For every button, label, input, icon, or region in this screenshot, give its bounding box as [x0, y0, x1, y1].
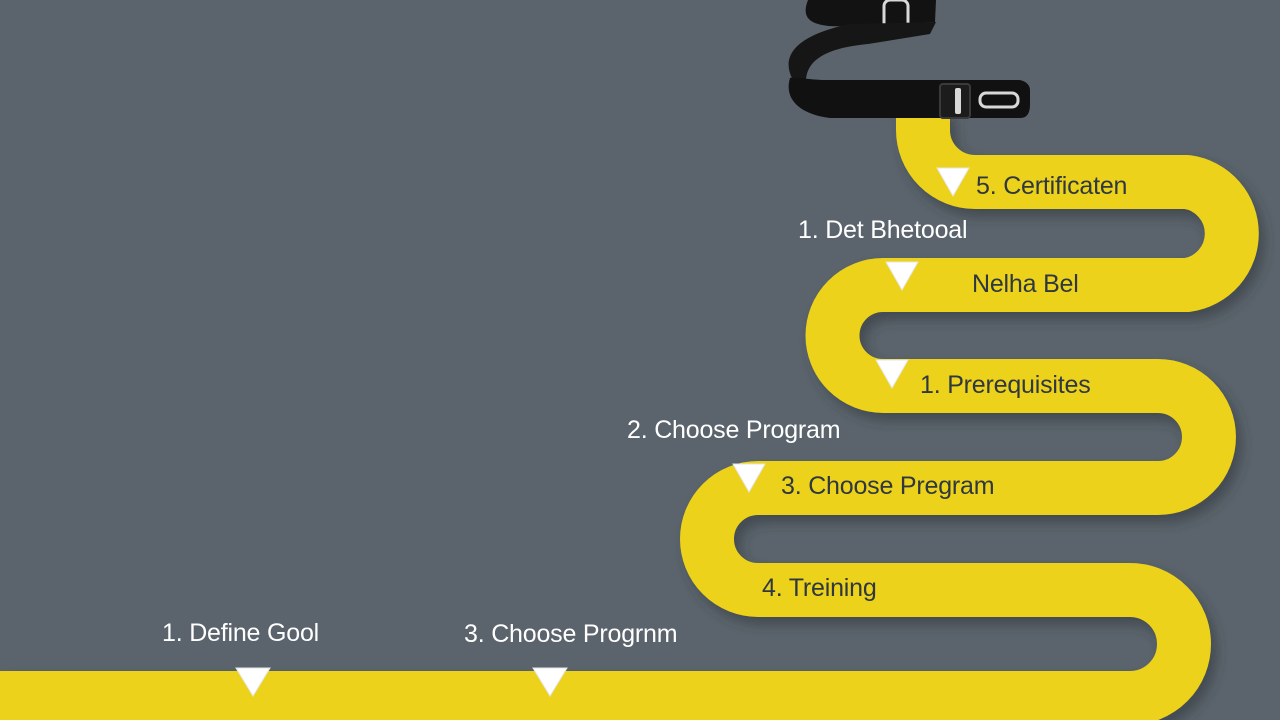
step-choose-upper-label: 2. Choose Program [627, 416, 840, 444]
step-choose-bottom-label: 3. Choose Progrnm [464, 620, 677, 648]
belt-label: Nelha Bel [972, 270, 1079, 298]
road-path [0, 103, 1259, 720]
marker-pin-icon [875, 359, 909, 390]
marker-pin-icon [235, 667, 271, 697]
step-define-goal-label: 1. Define Gool [162, 619, 319, 647]
black-belt-icon [788, 0, 1030, 119]
step-goal-top-label: 1. Det Bhetooal [798, 216, 967, 244]
marker-pin-icon [885, 261, 919, 292]
marker-pin-icon [936, 167, 970, 198]
marker-pin-icon [732, 463, 766, 494]
step-training-label: 4. Treining [762, 574, 877, 602]
step-prerequisites-label: 1. Prerequisites [920, 371, 1091, 399]
step-choose-mid-label: 3. Choose Pregram [781, 472, 994, 500]
marker-pin-icon [532, 667, 568, 697]
step-certification-label: 5. Certificaten [976, 172, 1127, 200]
